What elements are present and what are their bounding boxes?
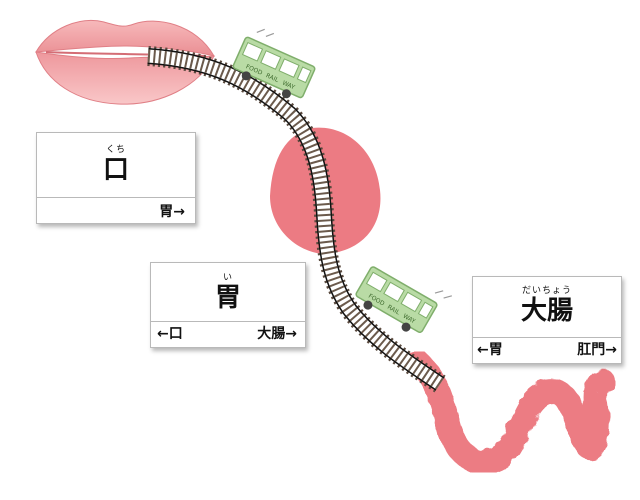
next-station: 大腸→ xyxy=(257,326,297,342)
railway-track-icon xyxy=(147,46,446,393)
station-name: 胃 xyxy=(214,283,241,313)
next-station: 胃→ xyxy=(159,204,185,220)
station-name: 口 xyxy=(102,155,129,185)
train-icon: FOOD RAIL WAY xyxy=(355,266,452,334)
station-reading: い xyxy=(222,273,233,283)
station-reading: くち xyxy=(105,145,126,155)
previous-station: ←口 xyxy=(157,326,183,342)
train-label: WAY xyxy=(281,80,296,92)
sign-divider xyxy=(151,321,305,322)
next-station: 肛門→ xyxy=(577,342,617,358)
sign-divider xyxy=(473,337,621,338)
station-sign-mouth: くち 口 胃→ xyxy=(36,132,196,224)
station-reading: だいちょう xyxy=(521,286,572,296)
sign-divider xyxy=(37,197,195,198)
station-sign-stomach: い 胃 ←口 大腸→ xyxy=(150,262,306,348)
station-sign-intestine: だいちょう 大腸 ←胃 肛門→ xyxy=(472,276,622,364)
intestine-icon xyxy=(406,350,616,475)
previous-station: ←胃 xyxy=(477,342,503,358)
station-name: 大腸 xyxy=(520,296,573,326)
train-icon: FOOD RAIL WAY xyxy=(232,28,316,99)
